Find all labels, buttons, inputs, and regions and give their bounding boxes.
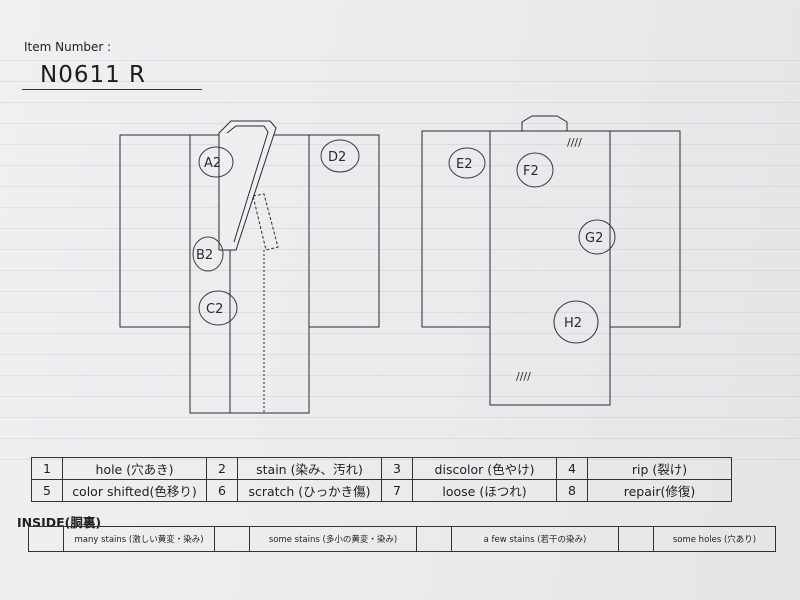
defect-label: loose (ほつれ) (412, 479, 557, 502)
defect-label: scratch (ひっかき傷) (237, 479, 382, 502)
area-label-e2: E2 (456, 157, 473, 172)
back-area-labels: E2 F2 G2 H2 //// //// (448, 136, 616, 383)
area-circle-a2 (198, 146, 234, 178)
background-form-lines (0, 40, 800, 460)
defect-label: repair(修復) (587, 479, 732, 502)
defect-code: 8 (556, 479, 588, 502)
defect-label: stain (染み、汚れ) (237, 457, 382, 480)
tally-mark-top: //// (567, 136, 582, 149)
area-circle-g2 (578, 219, 616, 255)
defect-legend-row: 5 color shifted(色移り) 6 scratch (ひっかき傷) 7… (31, 479, 732, 502)
kimono-front-diagram (119, 120, 380, 414)
front-collar-underlap (252, 193, 279, 251)
defect-label: color shifted(色移り) (62, 479, 207, 502)
area-circle-e2 (448, 147, 486, 179)
area-label-c2: C2 (206, 302, 223, 317)
inside-option-some-stains: some stains (多小の黄変・染み) (249, 526, 417, 552)
item-number-underline (22, 89, 202, 90)
inside-checkbox-some-holes (618, 526, 654, 552)
defect-code: 6 (206, 479, 238, 502)
kimono-diagrams: A2 B2 C2 D2 E2 F2 G2 H2 //// //// (119, 115, 681, 414)
kimono-back-diagram (421, 115, 681, 406)
item-number-value: N0611 R (40, 62, 147, 88)
defect-code: 1 (31, 457, 63, 480)
area-circle-f2 (516, 152, 554, 188)
defect-code: 7 (381, 479, 413, 502)
inside-option-many-stains: many stains (激しい黄変・染み) (63, 526, 215, 552)
defect-code: 5 (31, 479, 63, 502)
front-collar-inner-line (226, 125, 269, 243)
defect-legend-table: 1 hole (穴あき) 2 stain (染み、汚れ) 3 discolor … (31, 457, 732, 502)
back-body (489, 130, 611, 406)
area-label-f2: F2 (523, 164, 539, 179)
defect-code: 3 (381, 457, 413, 480)
defect-label: rip (裂け) (587, 457, 732, 480)
front-left-sleeve (119, 134, 191, 328)
area-circle-b2 (192, 236, 224, 272)
defect-legend-row: 1 hole (穴あき) 2 stain (染み、汚れ) 3 discolor … (31, 457, 732, 480)
area-circle-c2 (198, 290, 238, 326)
area-circle-d2 (320, 139, 360, 173)
inside-condition-row: many stains (激しい黄変・染み) some stains (多小の黄… (28, 526, 776, 552)
inside-checkbox-many-stains (28, 526, 64, 552)
area-label-d2: D2 (328, 150, 346, 165)
area-label-g2: G2 (585, 231, 603, 246)
item-number-label: Item Number : (24, 40, 112, 54)
defect-code: 2 (206, 457, 238, 480)
area-circle-h2 (553, 300, 599, 344)
defect-label: hole (穴あき) (62, 457, 207, 480)
tally-mark-bottom: //// (516, 370, 531, 383)
front-area-labels: A2 B2 C2 D2 (192, 139, 360, 326)
back-collar (521, 115, 568, 131)
area-label-h2: H2 (564, 316, 582, 331)
inside-option-few-stains: a few stains (若干の染み) (451, 526, 619, 552)
defect-label: discolor (色やけ) (412, 457, 557, 480)
inside-checkbox-some-stains (214, 526, 250, 552)
area-label-b2: B2 (196, 248, 213, 263)
defect-code: 4 (556, 457, 588, 480)
inside-checkbox-few-stains (416, 526, 452, 552)
area-label-a2: A2 (204, 156, 221, 171)
front-collar (218, 120, 277, 251)
inside-option-some-holes: some holes (穴あり) (653, 526, 776, 552)
back-right-sleeve (609, 130, 681, 328)
